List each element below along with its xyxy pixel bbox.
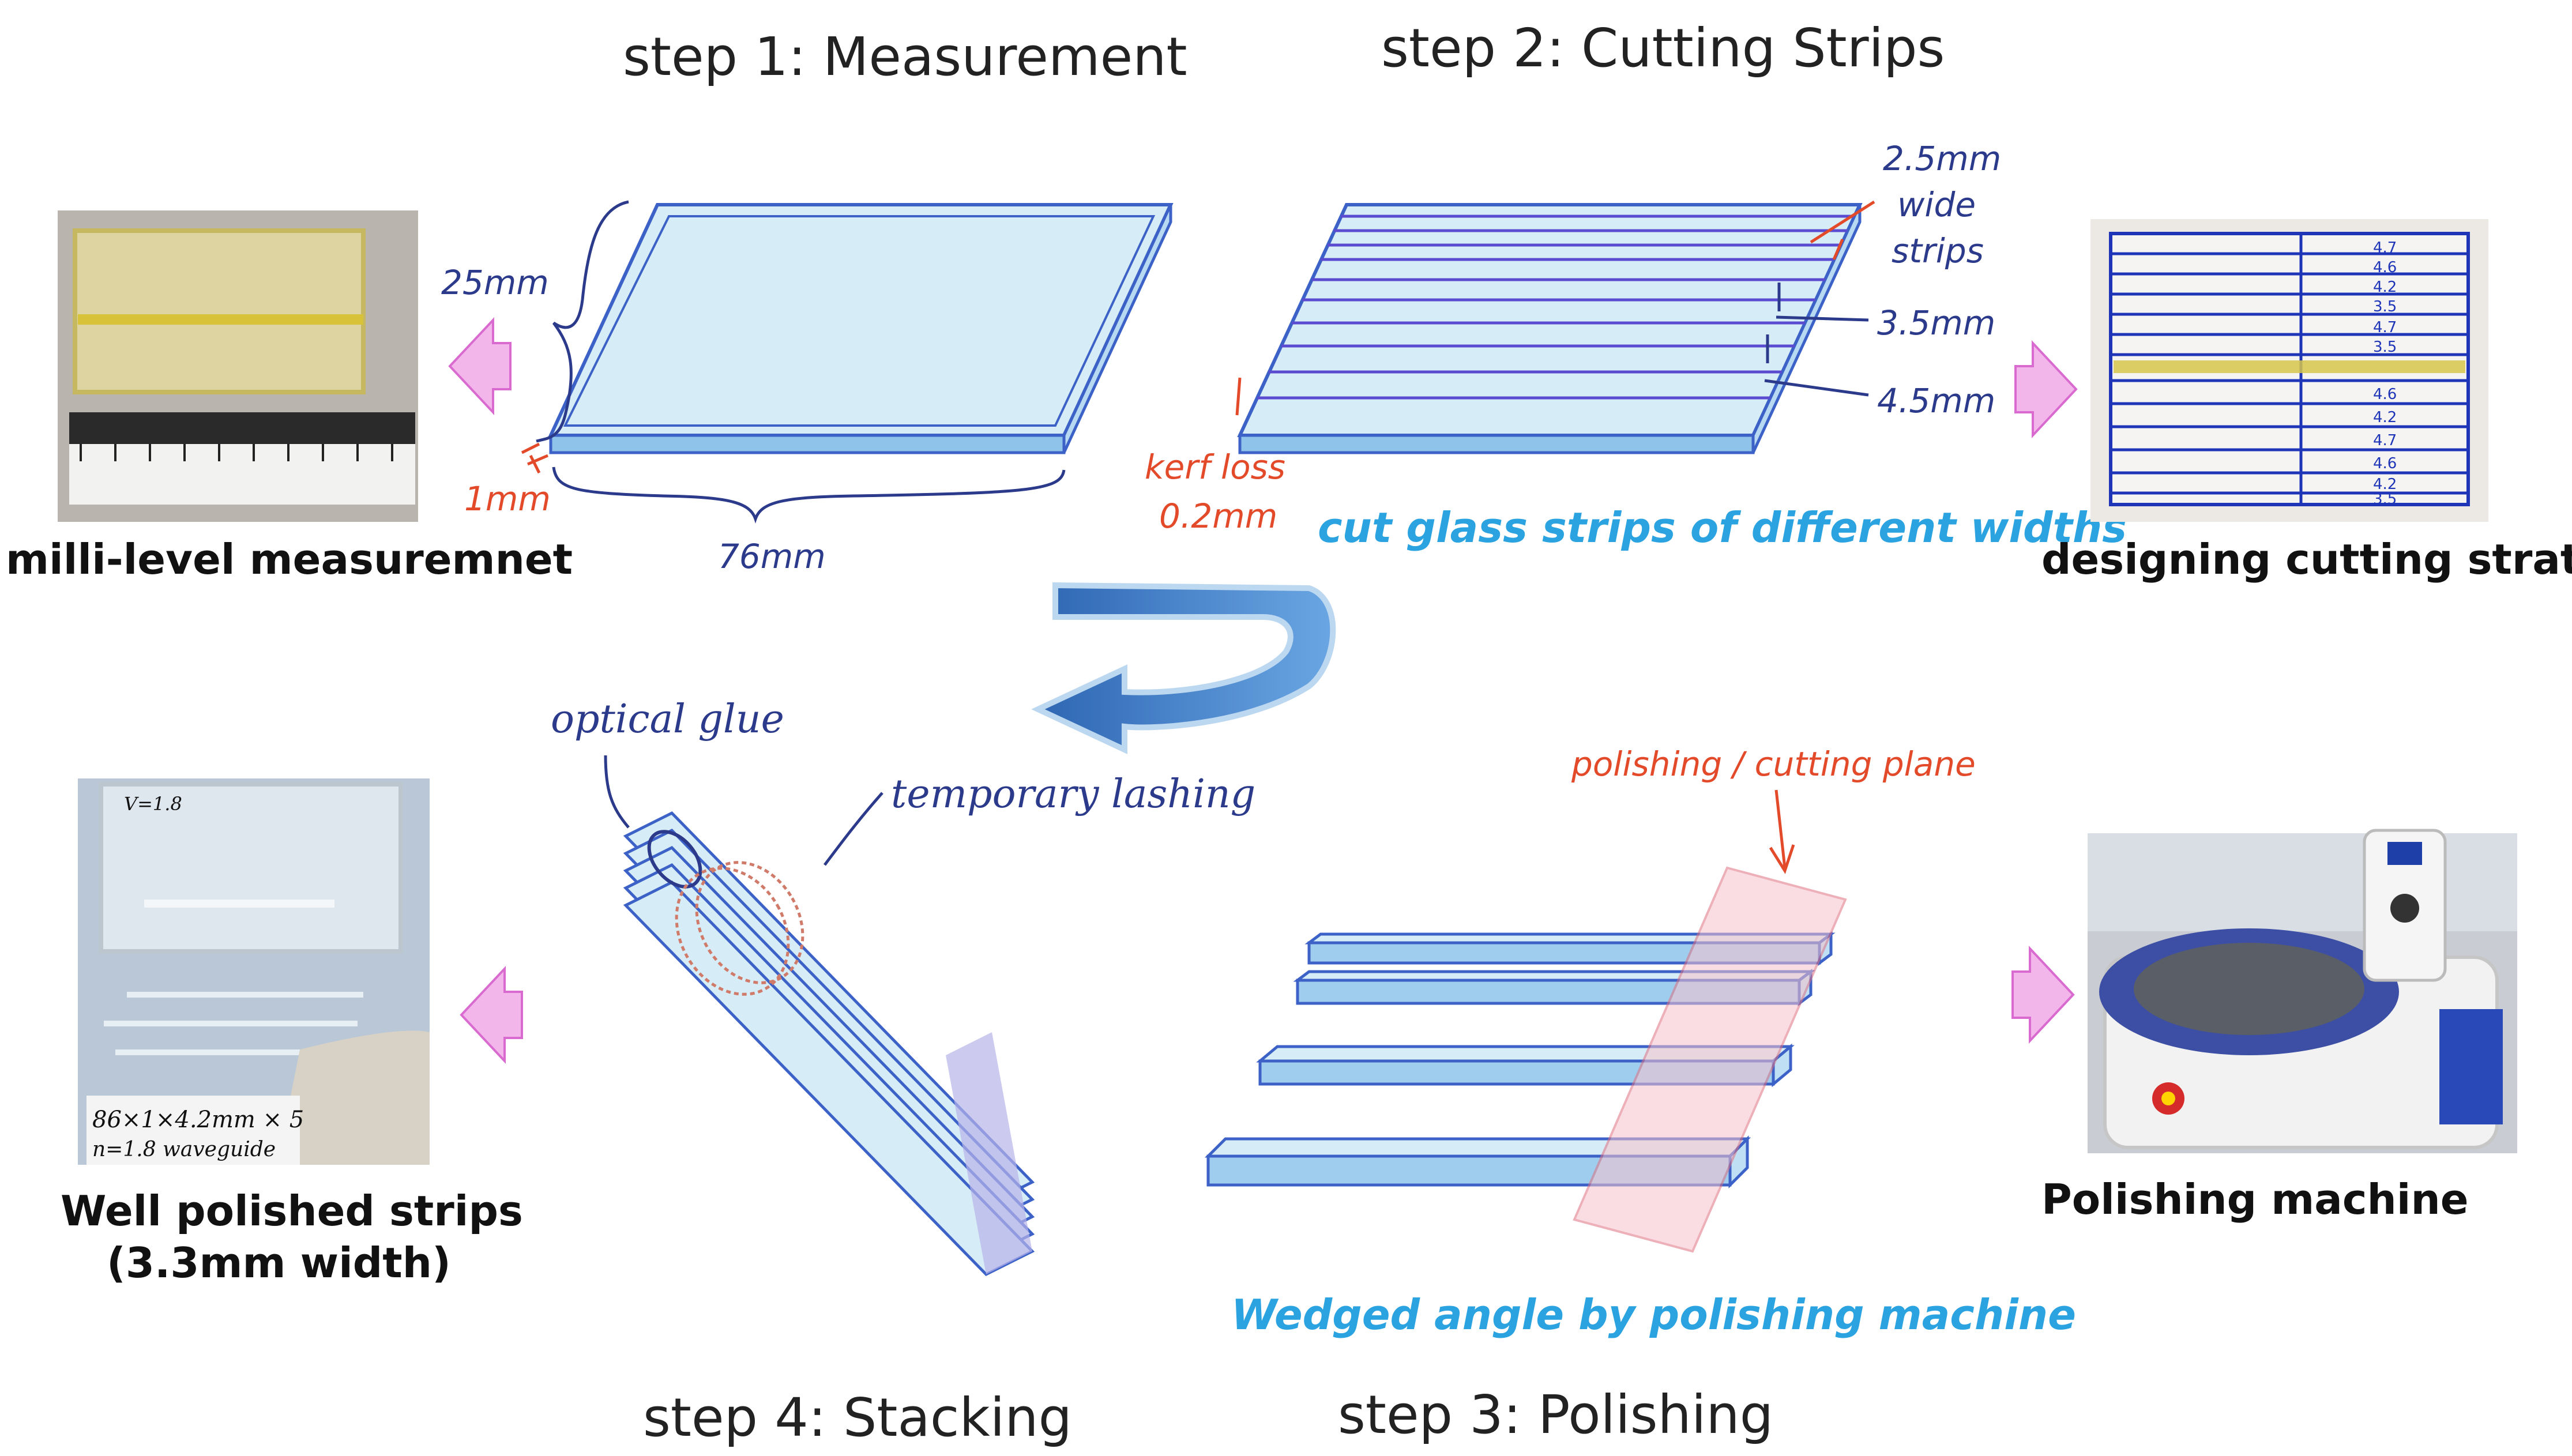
- cut-mark: 3.5: [2373, 491, 2397, 508]
- measurement-photo: [58, 210, 418, 522]
- step-2-width-arrows: [1235, 200, 1875, 416]
- cut-mark: 4.7: [2373, 319, 2397, 336]
- cut-mark: 4.2: [2373, 409, 2397, 426]
- step-1-height-label: 25mm: [441, 263, 549, 302]
- step-2-width-1-line1: 2.5mm: [1883, 139, 2001, 178]
- step-2-width-1-line3: strips: [1892, 231, 1984, 270]
- glue-pointer-line: [604, 755, 630, 829]
- cut-mark: 3.5: [2373, 338, 2397, 356]
- polished-strips-caption-line1: Well polished strips: [61, 1187, 523, 1235]
- cut-mark: 4.7: [2373, 432, 2397, 449]
- cut-mark: 4.6: [2373, 386, 2397, 403]
- cut-mark: 3.5: [2373, 298, 2397, 315]
- plane-pointer-arrowhead: [1769, 844, 1795, 874]
- cut-marks: 4.7 4.6 4.2 3.5 4.7 3.5 4.6 4.2 4.7 4.6 …: [2373, 239, 2397, 508]
- step-2-kerf-line2: 0.2mm: [1159, 496, 1277, 536]
- step-1-height-brace: [536, 200, 629, 443]
- cut-mark: 4.6: [2373, 455, 2397, 472]
- box-label-line-2: n=1.8 waveguide: [92, 1138, 276, 1161]
- step-2-width-3: 4.5mm: [1877, 381, 1995, 420]
- polished-strips-photo: [78, 778, 430, 1165]
- step-2-cut-lines: [1257, 215, 1854, 400]
- step-1-length-brace: [552, 466, 1066, 524]
- step-2-title: step 2: Cutting Strips: [1381, 17, 1945, 79]
- step-3-subtitle: Wedged angle by polishing machine: [1231, 1291, 2076, 1339]
- polishing-plane-label: polishing / cutting plane: [1571, 744, 1976, 784]
- optical-glue-label: optical glue: [551, 697, 784, 742]
- curved-flow-arrow: [1031, 582, 1336, 754]
- polishing-plane: [1573, 866, 1847, 1253]
- step-1-thickness-label: 1mm: [464, 479, 551, 518]
- step-2-kerf-line1: kerf loss: [1145, 447, 1285, 487]
- temporary-lashing-label: temporary lashing: [891, 772, 1255, 817]
- pink-arrow-right-bottom: [2011, 945, 2075, 1044]
- lashing-pointer-line: [824, 792, 883, 866]
- polished-strips-caption-line2: (3.3mm width): [107, 1239, 451, 1287]
- cutting-strategy-photo: [2090, 219, 2488, 522]
- plane-pointer-arrow: [1774, 789, 1787, 868]
- step-3-title: step 3: Polishing: [1338, 1384, 1773, 1446]
- strip-box-label: V=1.8 86×1×4.2mm × 5 n=1.8 waveguide: [92, 793, 304, 1161]
- cut-mark: 4.7: [2373, 239, 2397, 257]
- step-2-width-1-line2: wide: [1897, 185, 1976, 224]
- pink-arrow-left-bottom: [460, 965, 523, 1064]
- polishing-machine-photo: [2088, 829, 2517, 1153]
- pink-arrow-right-top: [2014, 340, 2078, 439]
- cut-mark: 4.2: [2373, 476, 2397, 493]
- cut-mark: 4.6: [2373, 259, 2397, 276]
- pink-arrow-left-top: [448, 317, 512, 416]
- step-1-glass-slab: [548, 203, 1174, 454]
- measurement-photo-caption: milli-level measuremnet: [6, 535, 573, 584]
- step-1-thickness-marker: [521, 442, 548, 474]
- cut-mark: 4.2: [2373, 279, 2397, 296]
- step-4-title: step 4: Stacking: [643, 1387, 1072, 1449]
- step-1-length-label: 76mm: [718, 537, 826, 576]
- stacked-strips: [623, 811, 1035, 1277]
- step-2-width-2: 3.5mm: [1877, 303, 1995, 343]
- box-label-line-1: 86×1×4.2mm × 5: [92, 1107, 304, 1133]
- polishing-machine-caption: Polishing machine: [2041, 1175, 2469, 1224]
- cutting-strategy-caption: designing cutting strategy: [2041, 535, 2572, 584]
- box-label-top: V=1.8: [124, 793, 182, 815]
- step-2-glass-slab: [1237, 203, 1863, 454]
- step-2-subtitle: cut glass strips of different widths: [1318, 503, 2127, 552]
- step-1-title: step 1: Measurement: [623, 26, 1187, 88]
